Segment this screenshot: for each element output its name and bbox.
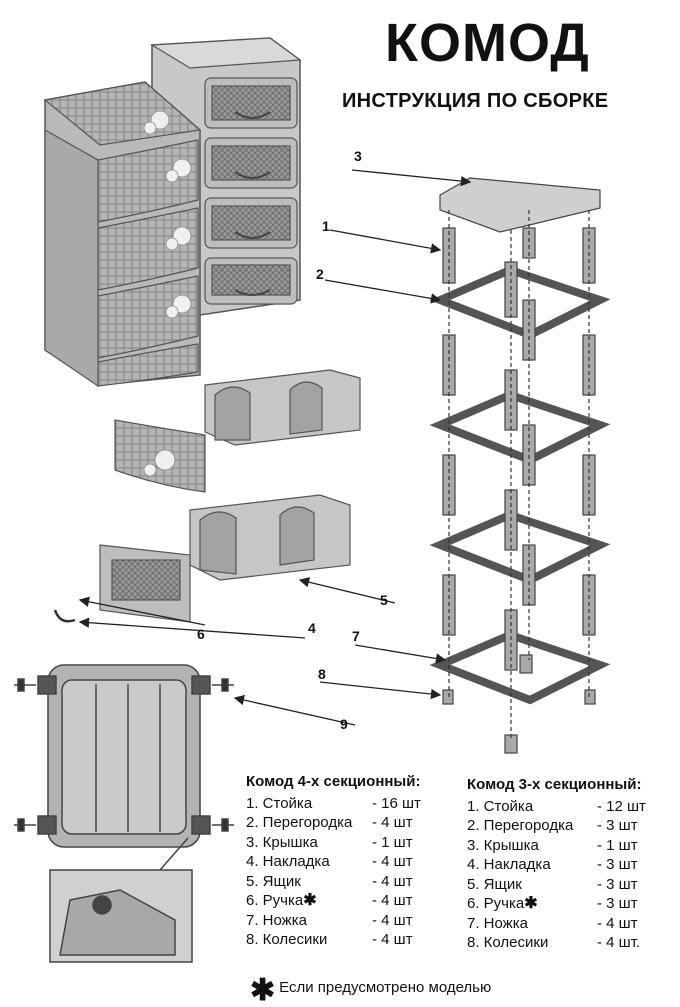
list-item: 3. Крышка- 1 шт (467, 836, 638, 854)
asterisk-icon: ✱ (303, 892, 317, 909)
page-subtitle: ИНСТРУКЦИЯ ПО СБОРКЕ (342, 90, 609, 112)
list-item: 6. Ручка✱- 4 шт (246, 892, 413, 909)
list-item: 4. Накладка- 4 шт (246, 853, 413, 870)
callout-6: 6 (197, 626, 205, 642)
callout-3: 3 (354, 148, 362, 164)
list-item: 8. Колесики- 4 шт. (467, 934, 641, 951)
list-item: 7. Ножка- 4 шт (246, 911, 413, 929)
asterisk-icon: ✱ (524, 895, 538, 912)
callout-7: 7 (352, 628, 360, 644)
callout-4: 4 (308, 620, 316, 636)
chest-floral-model (43, 81, 202, 388)
callout-8: 8 (318, 666, 326, 682)
list-item: 7. Ножка- 4 шт (467, 914, 638, 932)
list-item: 5. Ящик- 3 шт (467, 875, 638, 893)
parts-list-3-section: Комод 3-х секционный: 1. Стойка- 12 шт 2… (467, 775, 672, 953)
list-item: 4. Накладка- 3 шт (467, 856, 638, 873)
drawer-box-upper (114, 369, 361, 493)
list-item: 3. Крышка- 1 шт (246, 833, 413, 851)
callout-1: 1 (322, 218, 330, 234)
list-item: 2. Перегородка- 3 шт (467, 817, 638, 834)
callout-2: 2 (316, 266, 324, 282)
callout-5: 5 (380, 592, 388, 608)
footnote-text: Если предусмотрено моделью (279, 978, 492, 996)
parts-list-heading: Комод 3-х секционный: (467, 776, 642, 793)
callout-9: 9 (340, 716, 348, 732)
list-item: 2. Перегородка- 4 шт (246, 814, 413, 831)
parts-list-4-section: Комод 4-х секционный: 1. Стойка- 16 шт 2… (246, 772, 451, 950)
chest-bottom-view (14, 664, 234, 963)
drawer-box-lower (53, 494, 351, 623)
asterisk-icon: ✱ (250, 974, 276, 1007)
list-item: 6. Ручка✱- 3 шт (467, 895, 638, 912)
list-item: 8. Колесики- 4 шт (246, 931, 413, 948)
list-item: 1. Стойка- 16 шт (246, 794, 421, 812)
footnote: ✱ Если предусмотрено моделью (250, 972, 492, 1006)
parts-list-heading: Комод 4-х секционный: (246, 773, 421, 790)
page-title: КОМОД (385, 13, 590, 73)
list-item: 1. Стойка- 12 шт (467, 797, 646, 815)
list-item: 5. Ящик- 4 шт (246, 872, 413, 890)
exploded-frame (429, 177, 611, 754)
chest-mesh-model (150, 37, 302, 316)
